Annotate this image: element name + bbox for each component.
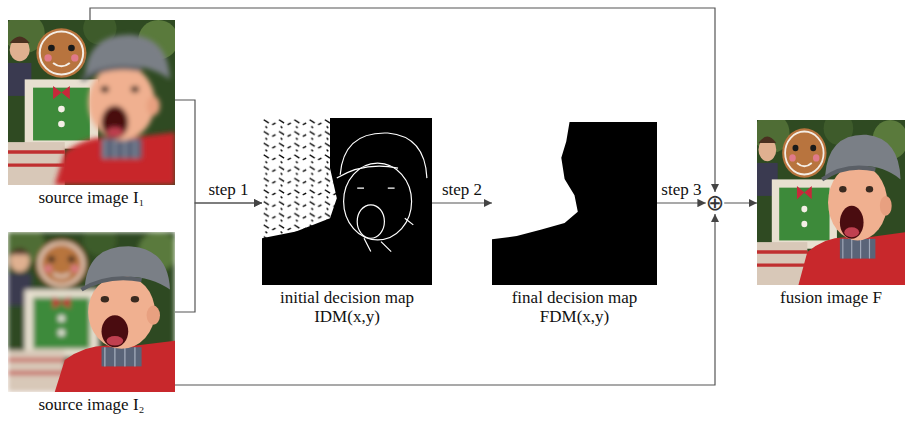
step-label: step 2	[441, 180, 483, 199]
picture-area	[757, 120, 905, 285]
final-map-picture	[492, 122, 657, 285]
image-caption: initial decision map IDM(x,y)	[262, 285, 432, 326]
image-caption: final decision map FDM(x,y)	[492, 285, 657, 326]
flow-arrow	[432, 202, 492, 203]
image-caption: source image I₂	[8, 392, 175, 414]
step-label: step 1	[207, 180, 249, 199]
flow-arrow	[175, 203, 262, 312]
decision-map-box: initial decision map IDM(x,y)	[262, 118, 432, 326]
fusion-image-box: fusion image F	[757, 120, 905, 307]
decision-map-box: final decision map FDM(x,y)	[492, 122, 657, 326]
image-caption: source image I₁	[8, 185, 175, 207]
picture-area	[8, 20, 175, 185]
flow-arrow	[175, 214, 715, 385]
source-image-box: source image I₁	[8, 20, 175, 207]
source-photo-1	[5, 12, 179, 185]
image-caption: fusion image F	[757, 285, 905, 307]
fusion-photo	[754, 112, 908, 285]
sum-symbol: ⊕	[706, 192, 724, 214]
flow-arrow	[657, 202, 706, 203]
initial-map-picture	[262, 118, 432, 285]
flow-arrow	[90, 8, 715, 192]
picture-area	[8, 232, 175, 392]
step-label: step 3	[660, 180, 702, 199]
flow-arrow	[175, 100, 262, 203]
picture-area	[262, 118, 432, 285]
sum-circle: ⊕	[706, 192, 724, 214]
source-image-box: source image I₂	[8, 232, 175, 414]
picture-area	[492, 122, 657, 285]
source-photo-2	[5, 224, 179, 392]
flow-arrow	[724, 202, 757, 203]
